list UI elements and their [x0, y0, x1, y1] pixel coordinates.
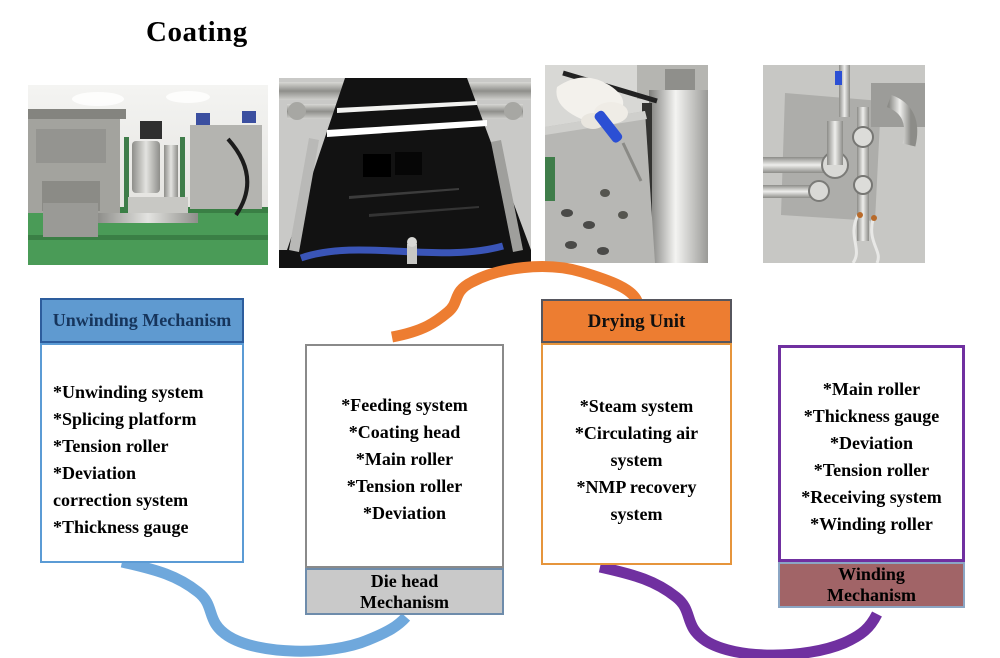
stage-die-head-mechanism: *Feeding system*Coating head*Main roller…	[305, 344, 504, 615]
stage-items-unwinding-mechanism: *Unwinding system*Splicing platform*Tens…	[40, 343, 244, 563]
piping-valves-photo	[763, 65, 925, 263]
stage-header-drying-unit: Drying Unit	[541, 299, 732, 343]
die-head-maintenance-photo	[545, 65, 708, 263]
stage-winding-mechanism: *Main roller*Thickness gauge*Deviation*T…	[778, 345, 965, 608]
unwinding-machine-photo	[28, 85, 268, 265]
figure-title: Coating	[146, 16, 248, 48]
stage-unwinding-mechanism: Unwinding Mechanism *Unwinding system*Sp…	[40, 298, 244, 563]
stage-header-unwinding-mechanism: Unwinding Mechanism	[40, 298, 244, 343]
stage-items-die-head-mechanism: *Feeding system*Coating head*Main roller…	[305, 344, 504, 568]
stage-items-winding-mechanism: *Main roller*Thickness gauge*Deviation*T…	[778, 345, 965, 562]
stage-drying-unit: Drying Unit *Steam system*Circulating ai…	[541, 299, 732, 565]
coated-web-photo	[279, 78, 531, 268]
